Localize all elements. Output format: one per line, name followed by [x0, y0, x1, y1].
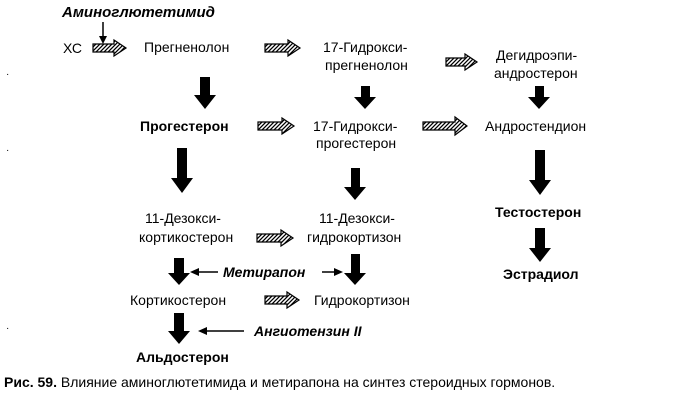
arrow-pregnenolone-to-progesterone: [194, 77, 216, 109]
scan-speck: ·: [6, 69, 10, 80]
node-aldosterone: Альдостерон: [136, 349, 229, 365]
node-deoxycortisol-line2: гидрокортизон: [307, 229, 402, 245]
arrow-hydroxyprogesterone-to-androstenedione: [422, 115, 468, 137]
arrow-deoxycortisol-to-hydrocortisone: [344, 254, 366, 285]
inhibitor-pointer-metyrapone-right: [322, 268, 343, 276]
arrow-dhea-to-androstenedione: [528, 86, 550, 109]
figure-caption-label: Рис. 59.: [4, 374, 57, 390]
node-deoxycorticosterone-line1: 11-Дезокси-: [145, 210, 221, 226]
node-progesterone: Прогестерон: [140, 118, 229, 134]
arrow-hydroxypregnenolone-to-dhea: [445, 52, 479, 72]
figure-caption: Рис. 59. Влияние аминоглютетимида и мети…: [4, 374, 555, 391]
node-hydroxypregnenolone-line2: прегненолон: [325, 57, 408, 73]
arrow-deoxycorticosterone-to-deoxycortisol: [256, 228, 295, 248]
inhibitor-pointer-angiotensin: [198, 327, 244, 335]
arrow-testosterone-to-estradiol: [529, 228, 551, 262]
scan-speck: ·: [6, 323, 10, 334]
node-androstenedione: Андростендион: [485, 118, 587, 134]
arrow-corticosterone-to-aldosterone: [168, 313, 190, 344]
scan-speck: ·: [6, 145, 10, 156]
figure-caption-text: Влияние аминоглютетимида и метирапона на…: [56, 374, 556, 390]
node-deoxycortisol-line1: 11-Дезокси-: [319, 210, 395, 226]
arrow-progesterone-to-hydroxyprogesterone: [257, 116, 296, 136]
arrow-hydroxyprogesterone-to-deoxycortisol: [344, 168, 366, 200]
node-xc: ХС: [63, 40, 82, 56]
node-corticosterone: Кортикостерон: [130, 292, 227, 308]
inhibitor-angiotensin: Ангиотензин II: [254, 323, 362, 339]
node-hydroxypregnenolone-line1: 17-Гидрокси-: [323, 39, 408, 55]
arrow-hydroxypregnenolone-to-hydroxyprogesterone: [354, 86, 376, 109]
inhibitor-pointer-metyrapone-left: [190, 268, 218, 276]
node-deoxycorticosterone-line2: кортикостерон: [139, 229, 234, 245]
node-estradiol: Эстрадиол: [503, 266, 579, 282]
inhibitor-aminoglutethimide: Аминоглютетимид: [62, 4, 215, 21]
node-pregnenolone: Прегненолон: [144, 39, 230, 55]
arrow-progesterone-to-deoxycorticosterone: [171, 148, 193, 193]
node-hydroxyprogesterone-line1: 17-Гидрокси-: [313, 118, 398, 134]
arrow-androstenedione-to-testosterone: [529, 150, 551, 195]
node-dhea-line2: андростерон: [494, 65, 578, 81]
node-testosterone: Тестостерон: [495, 204, 582, 220]
arrow-deoxycorticosterone-to-corticosterone: [168, 258, 190, 285]
inhibitor-pointer-aminoglutethimide: [99, 22, 107, 44]
arrow-pregnenolone-to-hydroxypregnenolone: [264, 38, 302, 58]
arrow-corticosterone-to-hydrocortisone: [264, 290, 301, 310]
node-dhea-line1: Дегидроэпи-: [496, 47, 578, 63]
node-hydroxyprogesterone-line2: прогестерон: [316, 135, 397, 151]
inhibitor-metyrapone: Метирапон: [223, 264, 306, 280]
node-hydrocortisone: Гидрокортизон: [314, 292, 410, 308]
arrow-xc-to-pregnenolone: [92, 38, 128, 58]
